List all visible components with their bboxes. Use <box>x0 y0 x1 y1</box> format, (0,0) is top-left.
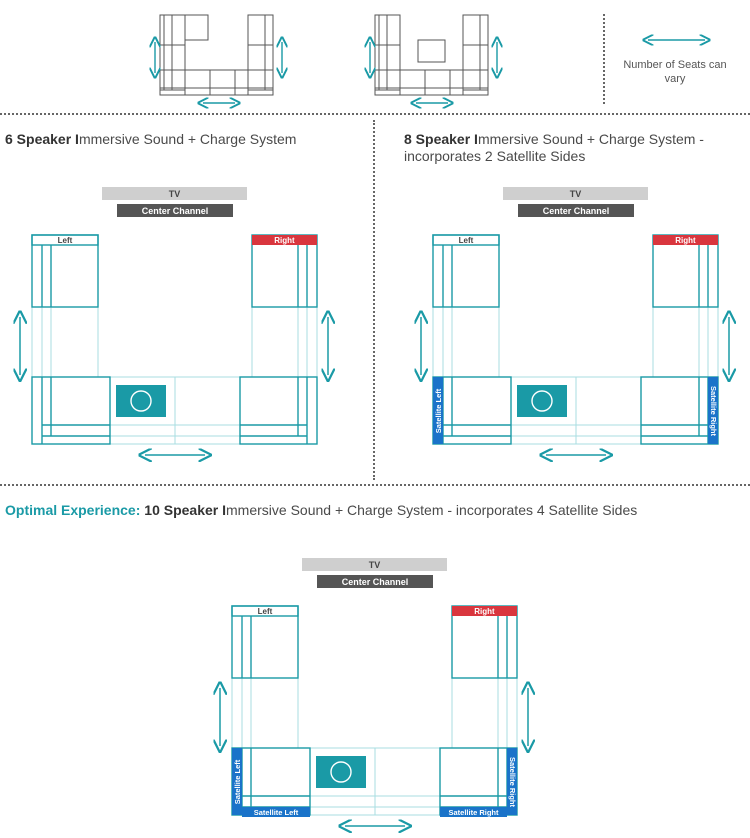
seat-left <box>231 605 299 679</box>
heading-bold: 8 Speaker I <box>404 131 478 147</box>
seat-left <box>432 234 500 308</box>
seat-right <box>251 234 318 308</box>
seat-right <box>652 234 719 308</box>
satellite-right-side: Satellite Right <box>507 748 517 815</box>
heading-text: mmersive Sound + Charge System - incorpo… <box>226 502 638 518</box>
charge-table <box>316 756 366 788</box>
seat-right-label: Right <box>474 607 495 616</box>
satellite-left-label: Satellite Left <box>434 388 443 433</box>
guide-lines <box>432 307 719 445</box>
heading-bold: 6 Speaker I <box>5 131 79 147</box>
tv-bar <box>302 558 447 571</box>
thumbnail-layout-1 <box>159 14 274 96</box>
charge-circle-icon <box>531 390 553 412</box>
center-channel-bar <box>117 204 233 217</box>
guide-lines <box>231 678 518 816</box>
seat-right-label: Right <box>675 236 696 245</box>
section-divider-bottom <box>0 484 750 486</box>
charge-circle-icon <box>130 390 152 412</box>
right-speaker-bar <box>452 606 517 616</box>
satellite-left-side: Satellite Left <box>433 377 443 444</box>
legend-divider <box>603 14 605 104</box>
corner-seat-left <box>432 376 512 445</box>
guide-lines <box>31 307 318 445</box>
seat-right <box>451 605 518 679</box>
corner-seat-right <box>239 376 318 445</box>
diagram-6-speaker: TV Center Channel Left <box>30 187 320 467</box>
center-channel-label: Center Channel <box>342 577 409 587</box>
heading-text: mmersive Sound + Charge System <box>78 131 297 147</box>
tv-label: TV <box>369 560 381 570</box>
diagram-8-speaker: TV Center Channel Left <box>431 187 721 467</box>
tv-label: TV <box>570 189 582 199</box>
center-channel-label: Center Channel <box>543 206 610 216</box>
right-speaker-bar <box>252 235 317 245</box>
seat-left-label: Left <box>58 236 73 245</box>
section-heading-8-speaker: 8 Speaker Immersive Sound + Charge Syste… <box>404 131 744 165</box>
seat-left-label: Left <box>459 236 474 245</box>
satellite-left-label: Satellite Left <box>254 808 299 817</box>
tv-bar <box>503 187 648 200</box>
diagram-10-speaker: TV Center Channel Left <box>230 558 520 838</box>
seat-left-label: Left <box>258 607 273 616</box>
corner-seat-right <box>439 747 518 816</box>
seat-right-label: Right <box>274 236 295 245</box>
legend-note: Number of Seats can vary <box>623 59 727 85</box>
center-channel-bar <box>518 204 634 217</box>
satellite-right-label: Satellite Right <box>508 757 517 808</box>
charge-table <box>116 385 166 417</box>
satellite-right-side: Satellite Right <box>708 377 718 444</box>
satellite-bottom-left: Satellite Left <box>242 807 310 817</box>
thumbnail-layout-2 <box>374 14 489 96</box>
satellite-left-label: Satellite Left <box>233 759 242 804</box>
heading-text: mmersive Sound + Charge System - incorpo… <box>404 131 704 164</box>
section-divider-top <box>0 113 750 115</box>
seat-left <box>31 234 99 308</box>
section-heading-6-speaker: 6 Speaker Immersive Sound + Charge Syste… <box>5 131 365 148</box>
tv-label: TV <box>169 189 181 199</box>
section-divider-middle <box>373 120 375 480</box>
corner-seat-right <box>640 376 719 445</box>
tv-bar <box>102 187 247 200</box>
charge-table <box>517 385 567 417</box>
heading-accent: Optimal Experience: <box>5 502 141 518</box>
right-speaker-bar <box>653 235 718 245</box>
charge-circle-icon <box>330 761 352 783</box>
corner-seat-left <box>31 376 111 445</box>
heading-bold: 10 Speaker I <box>144 502 227 518</box>
center-channel-label: Center Channel <box>142 206 209 216</box>
top-thumbnails <box>0 14 750 115</box>
satellite-left-side: Satellite Left <box>232 748 242 815</box>
center-channel-bar <box>317 575 433 588</box>
satellite-bottom-right: Satellite Right <box>440 807 507 817</box>
corner-seat-left <box>231 747 311 816</box>
section-heading-10-speaker: Optimal Experience: 10 Speaker Immersive… <box>5 502 745 519</box>
satellite-right-label: Satellite Right <box>709 386 718 437</box>
satellite-right-label: Satellite Right <box>448 808 499 817</box>
